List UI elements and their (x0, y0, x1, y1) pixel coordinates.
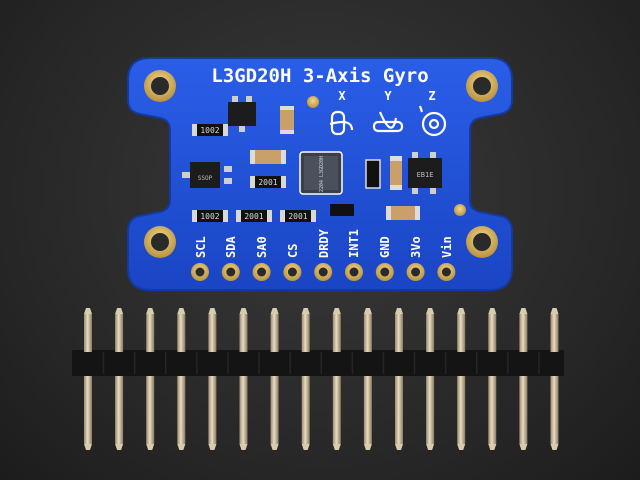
fiducial-dot-right (454, 204, 466, 216)
gyro-chip-marking: 2204 L3GD20H (319, 156, 325, 192)
header-pin (289, 308, 310, 450)
resistor-r3-code: 2001 (244, 212, 263, 221)
resistor-r3: 2001 (236, 210, 272, 222)
resistor-r1: 1002 (192, 124, 228, 136)
header-pin (320, 308, 341, 450)
pin-pad-vin (437, 263, 456, 281)
axis-label-y: Y (384, 89, 392, 103)
pin-label-vin: Vin (440, 236, 454, 258)
pin-label-scl: SCL (194, 236, 208, 258)
axis-y-rotation-icon (372, 111, 404, 133)
capacitor-c2 (254, 150, 282, 164)
axis-label-x: X (338, 89, 346, 103)
capacitor-c1 (280, 108, 294, 132)
header-pin (476, 308, 497, 450)
pin-label-int1: INT1 (347, 229, 361, 258)
header-pin (444, 308, 466, 450)
pin-pads (191, 263, 456, 281)
pin-label-cs: CS (286, 244, 300, 258)
axis-label-z: Z (428, 89, 435, 103)
capacitor-c3 (390, 160, 402, 186)
pin-pad-sa0 (252, 263, 271, 281)
header-pin (258, 308, 279, 450)
header-pin (196, 308, 217, 450)
header-plastic-body (72, 350, 564, 376)
capacitors (250, 106, 420, 220)
header-pin (382, 308, 403, 450)
pin-label-gnd: GND (378, 236, 392, 258)
header-pin (84, 308, 92, 450)
resistor-r2-code: 1002 (200, 212, 219, 221)
logic-ic-right: EB1E (408, 152, 442, 194)
pin-label-sda: SDA (224, 236, 238, 258)
pin-pad-drdy (314, 263, 333, 281)
pin-label-sa0: SA0 (255, 236, 269, 258)
resistor-r5: 2001 (250, 176, 286, 188)
pin-pad-int1 (345, 263, 363, 281)
resistor-r4: 2001 (280, 210, 316, 222)
board-title: L3GD20H 3-Axis Gyro (211, 65, 428, 87)
pin-header-strip (72, 308, 564, 450)
pin-pad-sda (221, 263, 240, 281)
transistor-marking: SSOP (198, 175, 213, 182)
pin-pad-scl (191, 263, 209, 281)
regulator-chip (228, 96, 256, 132)
mounting-holes (144, 70, 498, 258)
header-pin (133, 308, 155, 450)
pin-pad-cs (283, 263, 302, 281)
pin-pad-gnd (375, 263, 394, 281)
logic-ic-marking: EB1E (417, 171, 434, 179)
pin-label-3vo: 3Vo (409, 236, 423, 258)
pin-label-drdy: DRDY (317, 228, 331, 258)
capacitor-c4 (390, 206, 416, 220)
header-pin (165, 308, 186, 450)
header-pin (351, 308, 372, 450)
header-pin (227, 308, 248, 450)
axis-z-rotation-icon (418, 105, 447, 137)
fiducial-dot (307, 96, 319, 108)
resistor-r4-code: 2001 (288, 212, 307, 221)
diode (330, 204, 354, 216)
axis-x-rotation-icon (329, 110, 354, 136)
header-pin (538, 308, 559, 450)
header-pin (413, 308, 435, 450)
transistor-left: SSOP (182, 162, 232, 188)
resistor-r2: 1002 (192, 210, 228, 222)
resistor-r1-code: 1002 (200, 126, 219, 135)
header-pin (102, 308, 124, 450)
led-part (365, 159, 381, 189)
header-pin (507, 308, 528, 450)
pin-pad-3vo (406, 263, 425, 281)
pin-labels: SCL SDA SA0 CS DRDY INT1 GND 3Vo Vin (194, 228, 454, 258)
resistor-r5-code: 2001 (258, 178, 277, 187)
gyro-chip: 2204 L3GD20H (299, 151, 343, 195)
